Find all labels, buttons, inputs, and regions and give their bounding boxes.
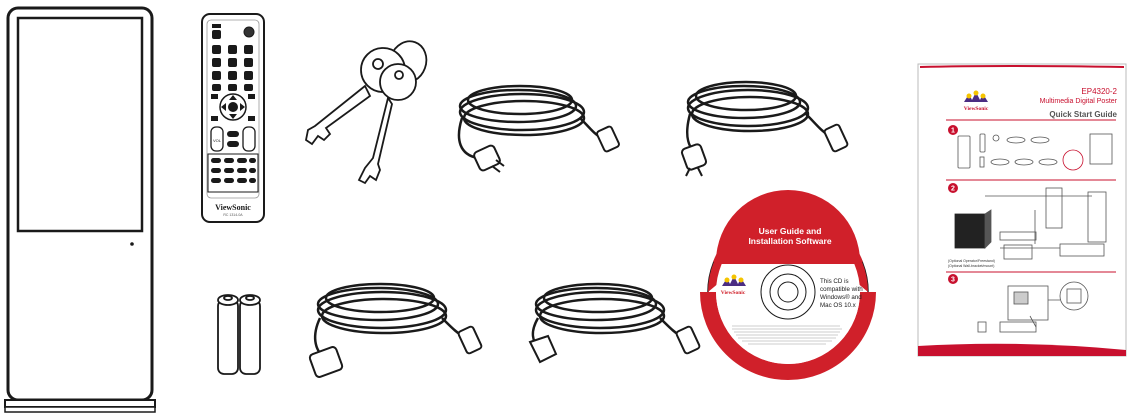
- cd-fine-print: [732, 326, 842, 344]
- guide-option-note2: (Optional Wall-bracket/mount): [948, 264, 994, 268]
- guide-product: Multimedia Digital Poster: [1040, 98, 1118, 105]
- power-cord-us: [459, 86, 620, 172]
- installation-cd: User Guide and Installation Software Thi…: [708, 190, 868, 372]
- guide-title: Quick Start Guide: [1049, 110, 1117, 119]
- remote-model: RC 1314-0A: [223, 213, 243, 217]
- svg-text:3: 3: [951, 277, 955, 284]
- remote-control: VOL ViewSonic RC 1314-0A: [202, 14, 264, 222]
- guide-model: EP4320-2: [1081, 87, 1117, 96]
- power-cord-au: [681, 82, 848, 176]
- cd-compat-line3: Windows® and: [820, 294, 862, 301]
- cd-title-line2: Installation Software: [748, 236, 831, 246]
- svg-text:2: 2: [951, 186, 955, 193]
- cd-compat-line2: compatible with: [820, 286, 863, 293]
- keys-icon: [306, 36, 432, 183]
- svg-text:1: 1: [951, 128, 955, 135]
- remote-vol-label: VOL: [213, 138, 222, 143]
- power-led: [130, 242, 134, 246]
- quick-start-guide: EP4320-2 Multimedia Digital Poster Quick…: [918, 64, 1126, 356]
- power-cord-uk: [309, 284, 483, 378]
- guide-option-note1: (Optional Operator/Freestand): [948, 259, 995, 263]
- power-cord-eu: [530, 284, 700, 362]
- remote-brand: ViewSonic: [215, 203, 251, 212]
- svg-text:ViewSonic: ViewSonic: [721, 290, 746, 296]
- svg-text:ViewSonic: ViewSonic: [964, 106, 989, 112]
- cd-title-line1: User Guide and: [759, 226, 822, 236]
- digital-poster-display: [5, 8, 155, 412]
- cd-compat-line1: This CD is: [820, 278, 849, 285]
- cd-compat-line4: Mac OS 10.x: [820, 302, 857, 309]
- batteries-icon: [218, 295, 260, 374]
